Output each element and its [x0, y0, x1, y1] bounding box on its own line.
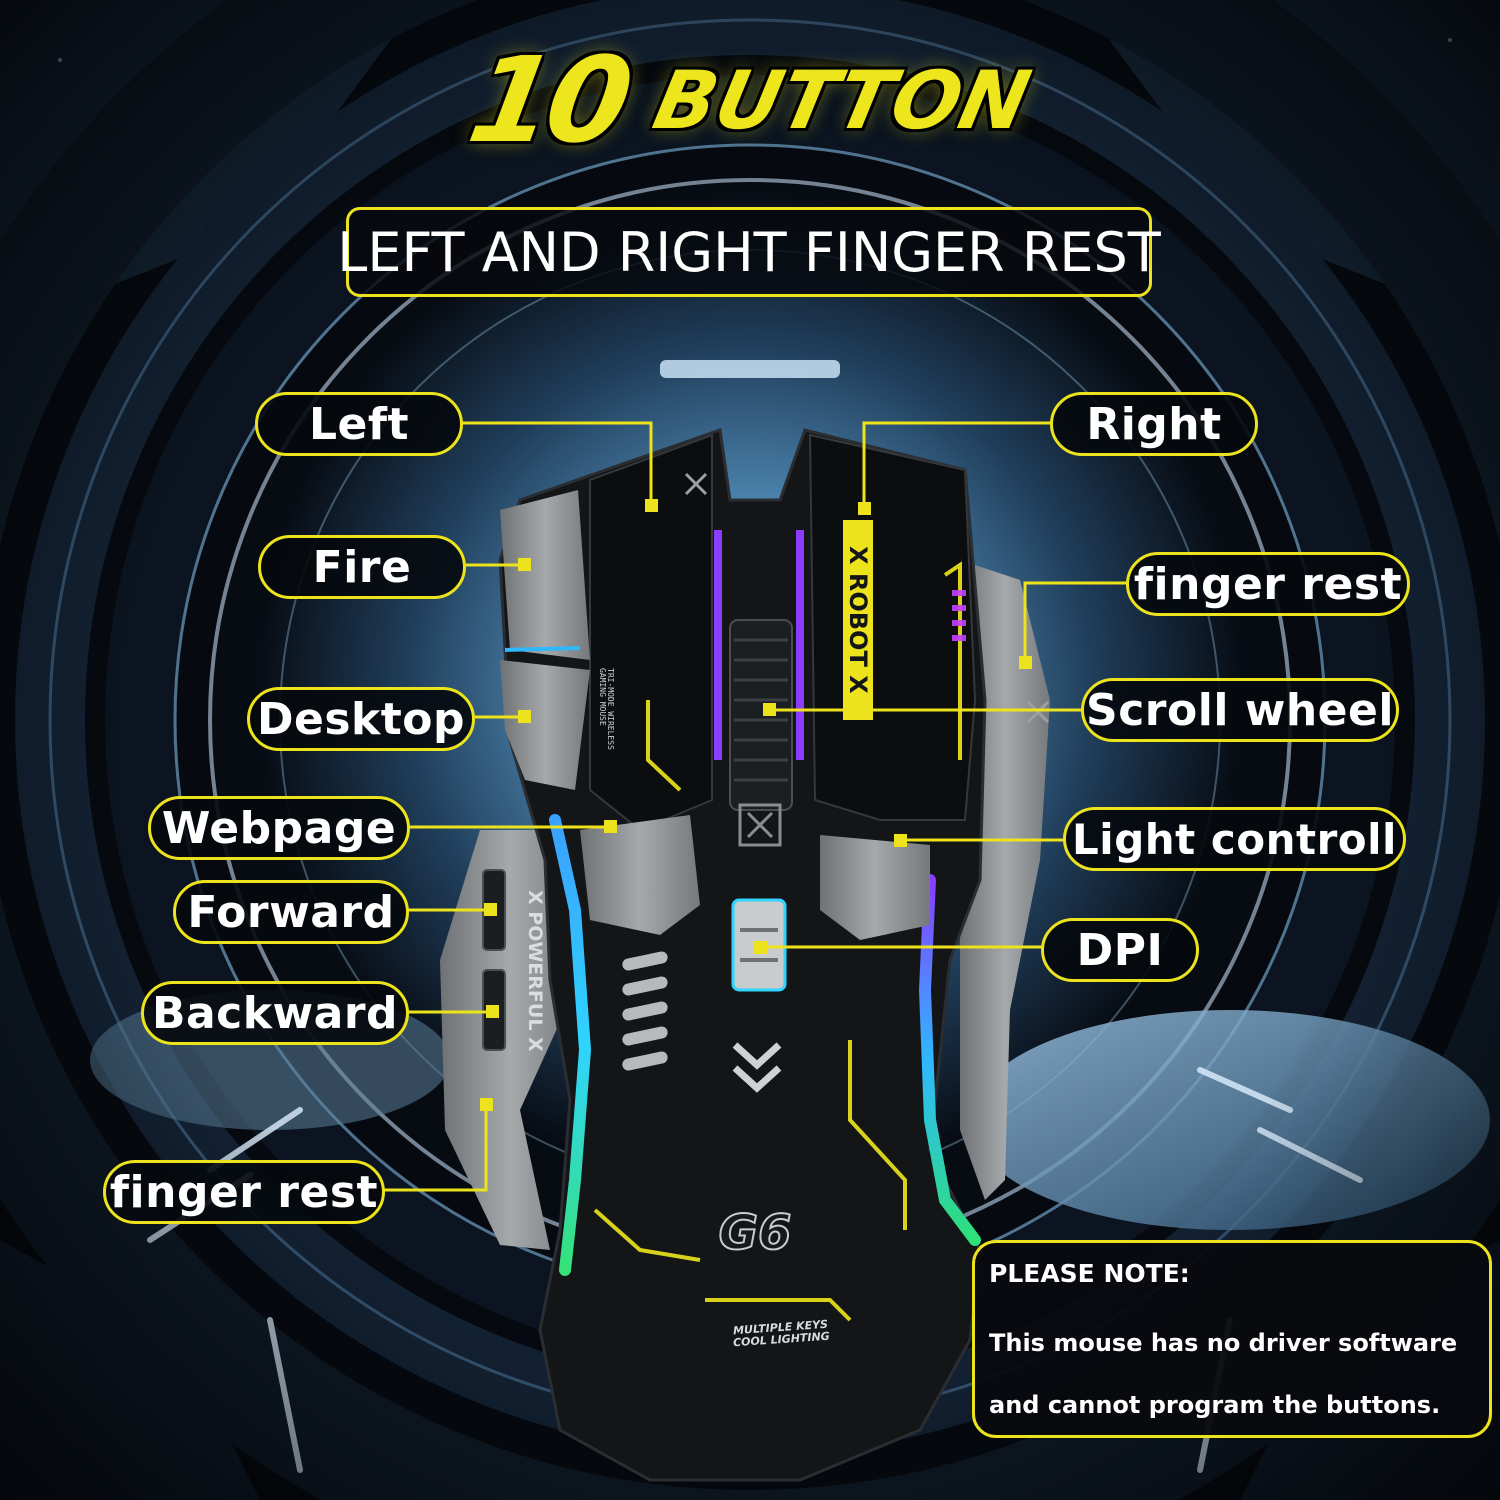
note-heading: PLEASE NOTE:: [989, 1259, 1190, 1288]
label-light-control: Light controll: [1063, 807, 1406, 871]
leader-dot-forward: [484, 903, 497, 916]
mouse-text-robot: X ROBOT X: [844, 546, 872, 694]
leader-dot-finger-rest-left: [480, 1098, 493, 1111]
leader-dot-dpi: [754, 941, 767, 954]
subtitle-text: LEFT AND RIGHT FINGER REST: [337, 220, 1161, 284]
mouse-text-tri-mode: TRI-MODE WIRELESS GAMING MOUSE: [598, 668, 614, 750]
leader-dot-webpage: [604, 820, 617, 833]
label-right: Right: [1050, 392, 1258, 456]
note-line-2: and cannot program the buttons.: [989, 1391, 1441, 1419]
robot-badge: [843, 520, 873, 720]
rgb-strip-right: [918, 874, 981, 1246]
mouse-text-powerful: X POWERFUL X: [524, 890, 546, 1052]
label-webpage: Webpage: [148, 796, 410, 860]
label-dpi: DPI: [1041, 918, 1199, 982]
desktop-side-button: [500, 660, 590, 790]
label-desktop: Desktop: [247, 687, 475, 751]
left-click-button: [589, 433, 713, 832]
leader-dot-fire: [518, 558, 531, 571]
leader-dot-right: [858, 502, 871, 515]
left-finger-rest: [440, 830, 580, 1250]
title-number: 10: [459, 31, 637, 169]
leader-dot-light-control: [894, 834, 907, 847]
subtitle-box: LEFT AND RIGHT FINGER REST: [337, 207, 1161, 297]
label-backward: Backward: [141, 981, 409, 1045]
note-box: PLEASE NOTE: This mouse has no driver so…: [972, 1240, 1492, 1438]
webpage-button: [580, 815, 700, 935]
main-title: 10 BUTTON: [380, 30, 1120, 170]
label-finger-rest-left: finger rest: [103, 1160, 385, 1224]
mouse-model-label: G6: [718, 1204, 793, 1262]
rgb-strip-left: [549, 814, 592, 1276]
light-control-button: [820, 835, 930, 940]
x-emblem-icon: [738, 803, 782, 847]
leader-dot-backward: [486, 1005, 499, 1018]
fire-side-button: [500, 490, 590, 660]
note-line-1: This mouse has no driver software: [989, 1329, 1458, 1357]
label-finger-rest-right: finger rest: [1126, 552, 1410, 616]
leader-dot-finger-rest-right: [1019, 656, 1032, 669]
label-left: Left: [255, 392, 463, 456]
leader-dot-desktop: [518, 710, 531, 723]
leader-dot-left: [645, 499, 658, 512]
label-scroll-wheel: Scroll wheel: [1081, 678, 1399, 742]
leader-dot-scroll-wheel: [763, 703, 776, 716]
label-fire: Fire: [258, 535, 466, 599]
title-word: BUTTON: [646, 53, 1038, 147]
scroll-wheel: [729, 619, 793, 811]
label-forward: Forward: [173, 880, 409, 944]
